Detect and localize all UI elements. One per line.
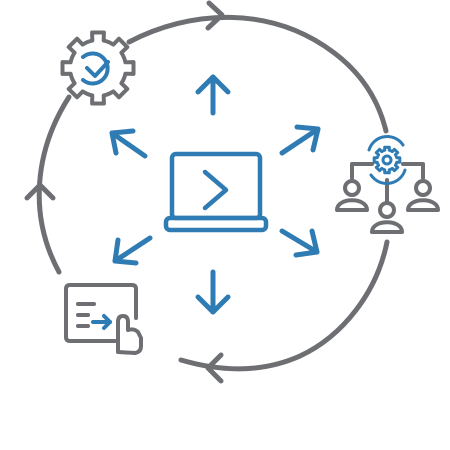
cycle-arc-bottom-right [178, 239, 390, 372]
small-gear-outline [372, 145, 402, 175]
team-people [335, 179, 440, 234]
gear-check-mark [81, 51, 110, 86]
radiating-arrows [109, 74, 321, 315]
cycle-arrow-icon [24, 182, 56, 201]
cycle-arrow-icon [205, 0, 225, 31]
small-gear-hub [381, 154, 393, 166]
play-chevron-icon [202, 169, 229, 211]
gear-outline [60, 30, 136, 106]
form-arrow-icon [91, 314, 112, 330]
arrow-icon [279, 228, 320, 258]
person-icon [370, 201, 404, 234]
cycle-arc-top-right [126, 14, 389, 134]
laptop-screen [169, 151, 263, 221]
gear-check-icon [60, 30, 136, 106]
form-panel [64, 283, 138, 343]
small-gear-icon [372, 145, 402, 175]
arrow-icon [112, 235, 153, 266]
cycle-ring [24, 0, 390, 384]
arrow-icon [195, 74, 231, 116]
refresh-ring-icon [81, 51, 110, 86]
person-icon [335, 179, 369, 212]
cycle-arc-left [36, 94, 72, 275]
check-icon [85, 60, 110, 78]
laptop-base [163, 215, 269, 233]
form-outline [64, 283, 138, 343]
arrow-icon [195, 269, 231, 315]
gear-outline-path [60, 30, 136, 106]
team-workflow-gear-icon [335, 135, 440, 234]
arrow-icon [279, 124, 321, 156]
cycle-arrow-icon [205, 352, 224, 384]
laptop-play-icon [163, 151, 269, 233]
gear-sync-arc [367, 135, 407, 185]
arrow-icon [109, 128, 148, 159]
touch-form-icon [64, 283, 143, 355]
person-icon [406, 179, 440, 212]
touch-hand-icon [116, 314, 143, 355]
